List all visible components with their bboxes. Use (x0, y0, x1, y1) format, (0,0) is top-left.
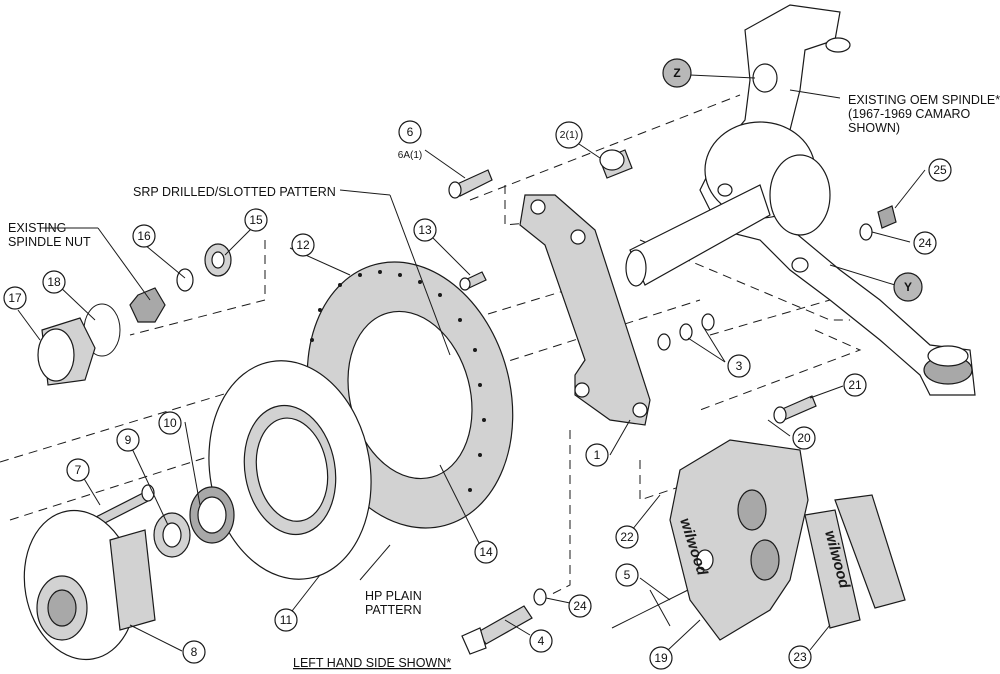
callout-24b: 24 (568, 594, 592, 618)
callout-16: 16 (132, 224, 156, 248)
callout-14: 14 (474, 540, 498, 564)
label-oem-spindle-2: (1967-1969 CAMARO (848, 107, 971, 121)
svg-text:2(1): 2(1) (560, 129, 579, 141)
svg-text:12: 12 (296, 238, 310, 252)
callout-10: 10 (158, 411, 182, 435)
svg-text:22: 22 (620, 530, 634, 544)
svg-text:16: 16 (137, 229, 151, 243)
svg-text:5: 5 (624, 568, 631, 582)
dust-cap-and-nut (37, 287, 166, 386)
svg-text:24: 24 (918, 236, 932, 250)
spindle-washer-nut (533, 205, 897, 606)
bearings-and-seals (153, 243, 235, 558)
callout-18: 18 (42, 270, 66, 294)
callout-15: 15 (244, 208, 268, 232)
callout-8: 8 (182, 640, 206, 664)
svg-text:15: 15 (249, 213, 263, 227)
svg-text:4: 4 (538, 634, 545, 648)
label-oem-spindle-3: SHOWN) (848, 121, 900, 135)
svg-text:3: 3 (736, 359, 743, 373)
callout-2: 2(1) (555, 121, 583, 149)
callout-20: 20 (792, 426, 816, 450)
callout-17: 17 (3, 286, 27, 310)
svg-text:23: 23 (793, 650, 807, 664)
callout-13: 13 (413, 218, 437, 242)
callout-y: Y (893, 272, 923, 302)
svg-text:21: 21 (848, 378, 862, 392)
svg-text:6: 6 (407, 125, 414, 139)
callout-7: 7 (66, 458, 90, 482)
callout-24a: 24 (913, 231, 937, 255)
pad-retaining-pin (611, 589, 689, 629)
callout-23: 23 (788, 645, 812, 669)
bolts (89, 169, 817, 655)
callout-21: 21 (843, 373, 867, 397)
svg-text:25: 25 (933, 163, 947, 177)
svg-text:20: 20 (797, 431, 811, 445)
callout-5: 5 (615, 563, 639, 587)
label-oem-spindle-1: EXISTING OEM SPINDLE* (848, 93, 1000, 107)
svg-text:8: 8 (191, 645, 198, 659)
text-labels: EXISTING SPINDLE NUT SRP DRILLED/SLOTTED… (8, 93, 1000, 670)
svg-text:17: 17 (8, 291, 22, 305)
callout-z: Z (662, 58, 692, 88)
svg-text:Y: Y (904, 280, 912, 294)
svg-text:7: 7 (75, 463, 82, 477)
svg-text:13: 13 (418, 223, 432, 237)
callout-25: 25 (928, 158, 952, 182)
label-hp-plain-1: HP PLAIN (365, 589, 422, 603)
hub (23, 509, 156, 661)
shims-and-spacer (599, 149, 715, 351)
callout-12: 12 (291, 233, 315, 257)
callout-1: 1 (585, 443, 609, 467)
callout-19: 19 (649, 646, 673, 670)
svg-text:10: 10 (163, 416, 177, 430)
caliper: wilwood (669, 439, 809, 641)
label-existing-spindle-nut-2: SPINDLE NUT (8, 235, 91, 249)
svg-text:14: 14 (479, 545, 493, 559)
callout-4: 4 (529, 629, 553, 653)
callout-11: 11 (274, 608, 298, 632)
svg-text:9: 9 (125, 433, 132, 447)
callout-9: 9 (116, 428, 140, 452)
svg-text:Z: Z (673, 66, 680, 80)
caliper-bracket (519, 194, 651, 426)
label-hp-plain-2: PATTERN (365, 603, 421, 617)
callout-22: 22 (615, 525, 639, 549)
svg-text:18: 18 (47, 275, 61, 289)
label-existing-spindle-nut-1: EXISTING (8, 221, 66, 235)
svg-text:19: 19 (654, 651, 668, 665)
brake-pads: wilwood (804, 494, 906, 629)
svg-text:11: 11 (280, 613, 293, 627)
rotor-hat (208, 360, 372, 580)
svg-text:1: 1 (594, 448, 601, 462)
oem-spindle (625, 4, 976, 396)
callout-6: 6 (398, 120, 422, 144)
svg-text:24: 24 (573, 599, 587, 613)
label-left-hand-side: LEFT HAND SIDE SHOWN* (293, 656, 451, 670)
callout-3: 3 (727, 354, 751, 378)
callout-6a-text: 6A(1) (398, 150, 422, 161)
label-srp-pattern: SRP DRILLED/SLOTTED PATTERN (133, 185, 336, 199)
